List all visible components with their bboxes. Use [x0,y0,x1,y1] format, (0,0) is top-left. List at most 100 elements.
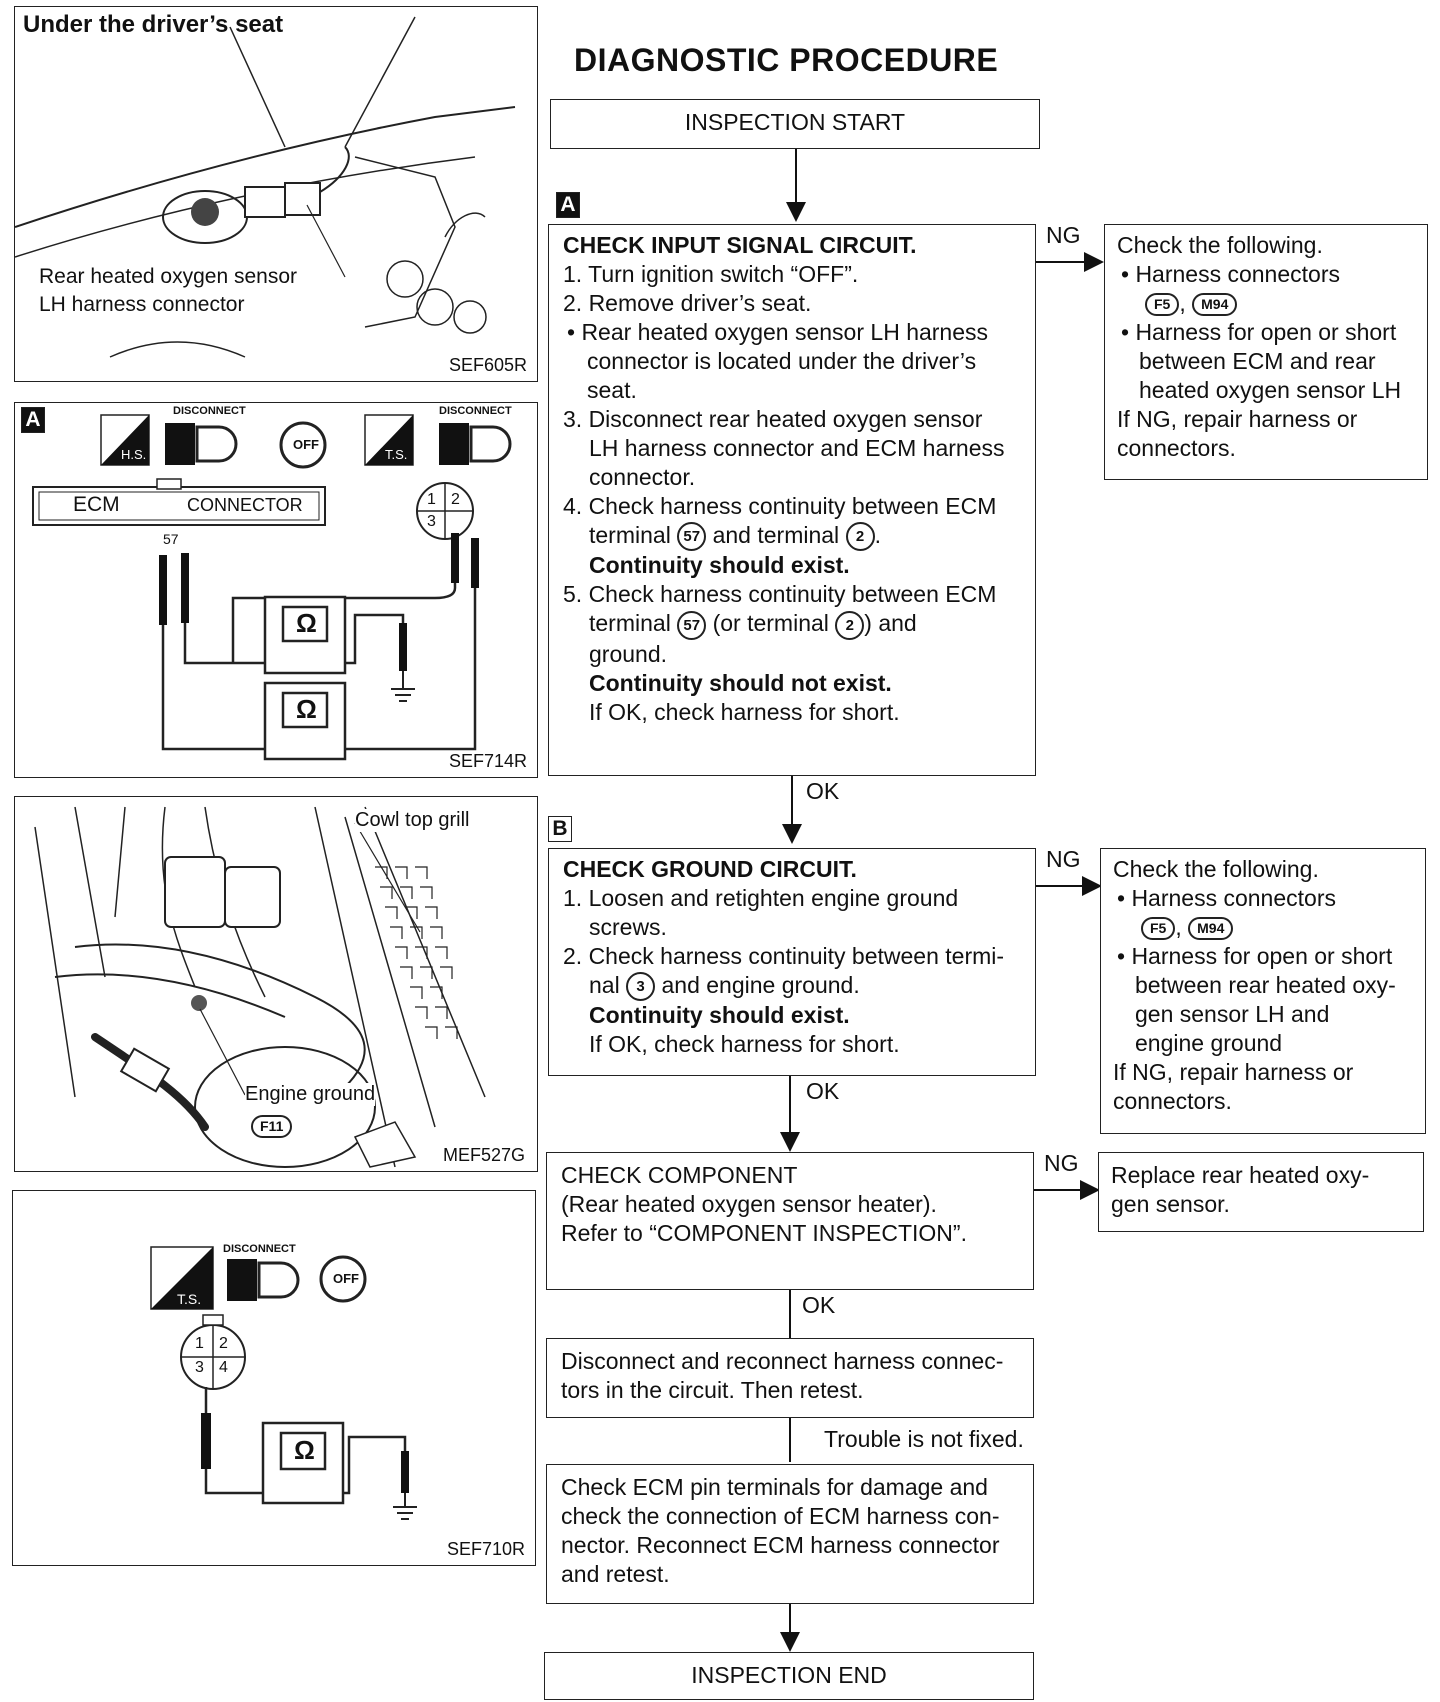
step-b-line: 1. Loosen and retighten engine ground [563,885,959,911]
step-a-line: connector. [589,464,696,490]
ecm-check-box: Check ECM pin terminals for damage and c… [546,1464,1034,1604]
reconnect-line: tors in the circuit. Then retest. [561,1377,864,1403]
reconnect-line: Disconnect and reconnect harness connec- [561,1348,1004,1374]
circuit-drawing-b [150,1246,417,1520]
ng-b-line: If NG, repair harness or [1113,1059,1354,1085]
step-a-line: ground. [589,640,668,667]
ts-label: T.S. [385,447,408,462]
pin-3: 3 [195,1359,204,1376]
ng-c-line: Replace rear heated oxy- [1111,1162,1370,1188]
page-title: DIAGNOSTIC PROCEDURE [574,42,999,78]
ecm-check-line: check the connection of ECM harness con- [561,1503,1000,1529]
inspection-start-box: INSPECTION START [550,99,1040,149]
tag-b: B [548,816,572,842]
step-b-line: screws. [589,914,667,940]
ng-b-connectors: F5, M94 [1113,913,1413,942]
ng-b-line: gen sensor LH and [1135,1001,1330,1027]
ng-b-line: connectors. [1113,1088,1232,1114]
tag-a-illustration: A [21,407,45,433]
step-a-line: 5. Check harness continuity between ECM [563,581,997,608]
tag-a: A [556,192,580,218]
ng-a-line: Check the following. [1117,232,1323,258]
illustration-seat: Under the driver’s seat Rear heated oxyg… [14,6,538,382]
ecm-check-line: nector. Reconnect ECM harness connector [561,1532,1000,1558]
ng-a-line: • Harness for open or short [1121,319,1397,345]
step-a-line: • Rear heated oxygen sensor LH harness [567,319,989,345]
ohm-symbol-2: Ω [296,694,317,724]
step-b-heading: CHECK GROUND CIRCUIT. [563,856,857,882]
ng-label-c: NG [1044,1150,1079,1176]
step-a-heading: CHECK INPUT SIGNAL CIRCUIT. [563,232,917,258]
component-line: (Rear heated oxygen sensor heater). [561,1191,937,1217]
ohm-symbol-1: Ω [296,608,317,638]
ng-a-line: between ECM and rear [1139,348,1376,374]
step-a-line: 1. Turn ignition switch “OFF”. [563,261,859,287]
step-a-line: connector is located under the driver’s [587,348,977,374]
ecm-label: ECM [73,493,120,516]
ohm-symbol: Ω [294,1435,315,1465]
panel-heading: Under the driver’s seat [23,11,284,38]
ng-b-line: engine ground [1135,1030,1283,1056]
terminal-57-label: 57 [163,531,179,547]
step-b-line: Continuity should exist. [589,1002,850,1029]
ng-b-box: Check the following. • Harness connector… [1100,848,1426,1134]
step-a-line: 3. Disconnect rear heated oxygen sensor [563,406,983,432]
step-b-line: nal 3 and engine ground. [563,971,1021,1002]
off-label: OFF [333,1271,359,1286]
step-a-line: terminal 57 (or terminal 2) and [563,609,1021,640]
ng-b-line: Check the following. [1113,856,1319,882]
inspection-end-label: INSPECTION END [691,1662,887,1688]
seat-drawing [15,16,516,358]
ng-a-line: • Harness connectors [1121,261,1340,287]
ng-c-box: Replace rear heated oxy- gen sensor. [1098,1152,1424,1232]
pin-2: 2 [219,1335,228,1352]
illustration-engine-ground: Cowl top grill Engine ground F11 MEF527G [14,796,538,1172]
figure-code: SEF710R [447,1539,526,1559]
check-component-box: CHECK COMPONENT (Rear heated oxygen sens… [546,1152,1034,1290]
connector-f5: F5 [1141,917,1176,941]
step-a-line: LH harness connector and ECM harness [589,435,1005,461]
inspection-start-label: INSPECTION START [684,109,906,135]
terminal-57-marker: 57 [677,610,707,640]
ok-label-b: OK [806,1078,840,1104]
connector-m94: M94 [1188,917,1234,941]
hs-label: H.S. [121,447,147,462]
step-a-line: Continuity should exist. [589,552,850,579]
disconnect-label-2: DISCONNECT [439,405,512,417]
ng-b-line: between rear heated oxy- [1135,972,1396,998]
step-a-line: Continuity should not exist. [589,669,892,696]
step-a-line: 2. Remove driver’s seat. [563,290,812,316]
figure-code: SEF714R [449,751,528,771]
illustration-input-circuit: A DISCONNECT DISCONNECT H.S. T.S. OFF EC… [14,402,538,778]
ng-a-box: Check the following. • Harness connector… [1104,224,1428,480]
ts-label: T.S. [177,1291,202,1307]
step-a-line: 4. Check harness continuity between ECM [563,493,997,519]
ng-label-a: NG [1046,222,1081,248]
terminal-57-marker: 57 [677,522,707,552]
ok-label-a: OK [806,778,840,804]
sensor-label-line1: Rear heated oxygen sensor [39,265,297,288]
step-b-line: If OK, check harness for short. [589,1031,900,1058]
terminal-2-marker: 2 [845,522,875,552]
ecm-check-line: Check ECM pin terminals for damage and [561,1474,988,1500]
step-b-box: CHECK GROUND CIRCUIT. 1. Loosen and reti… [548,848,1036,1076]
terminal-3-marker: 3 [626,972,656,1002]
connector-label: CONNECTOR [187,495,303,515]
step-a-line: terminal 57 and terminal 2. [563,521,1021,552]
figure-code: MEF527G [443,1145,526,1165]
ecm-check-line: and retest. [561,1561,670,1587]
component-line: Refer to “COMPONENT INSPECTION”. [561,1220,967,1246]
off-label: OFF [293,437,319,452]
circuit-drawing-a [32,414,512,761]
sensor-label-line2: LH harness connector [39,293,245,316]
figure-code: SEF605R [449,355,528,375]
ng-label-b: NG [1046,846,1081,872]
disconnect-label-1: DISCONNECT [173,405,246,417]
disconnect-label: DISCONNECT [223,1243,296,1255]
connector-m94: M94 [1192,293,1238,317]
pin-1: 1 [427,491,436,508]
ng-a-line: heated oxygen sensor LH [1139,377,1402,403]
ng-a-line: If NG, repair harness or [1117,406,1358,432]
terminal-2-marker: 2 [835,610,865,640]
pin-1: 1 [195,1335,204,1352]
